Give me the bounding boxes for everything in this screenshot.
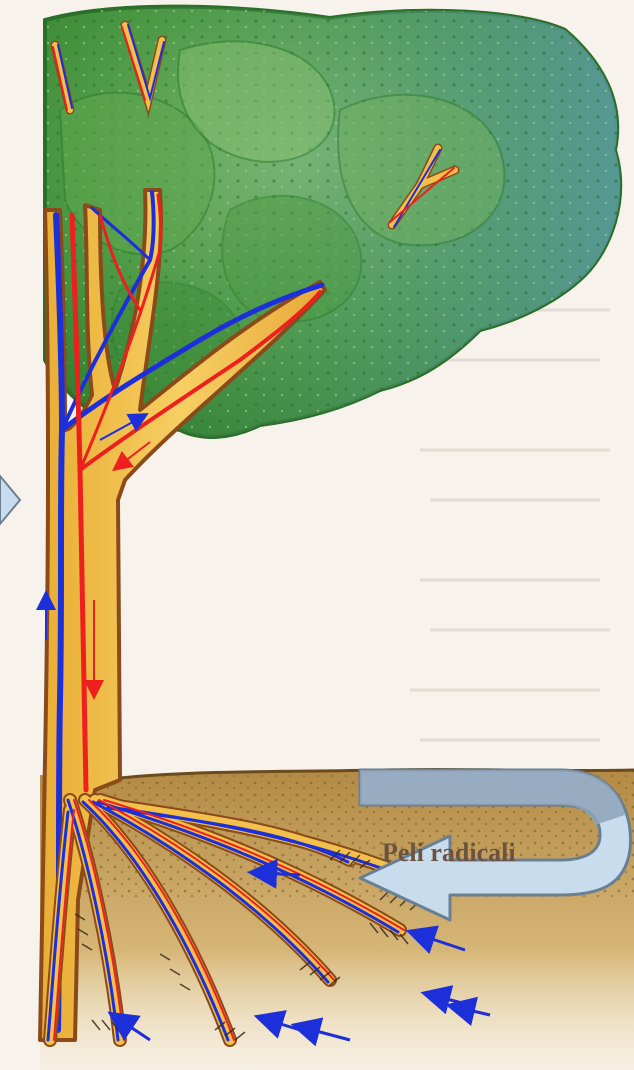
left-pointer-shape	[0, 476, 20, 524]
root-hairs-label: Peli radicali	[382, 838, 516, 867]
background-texture	[410, 310, 610, 740]
